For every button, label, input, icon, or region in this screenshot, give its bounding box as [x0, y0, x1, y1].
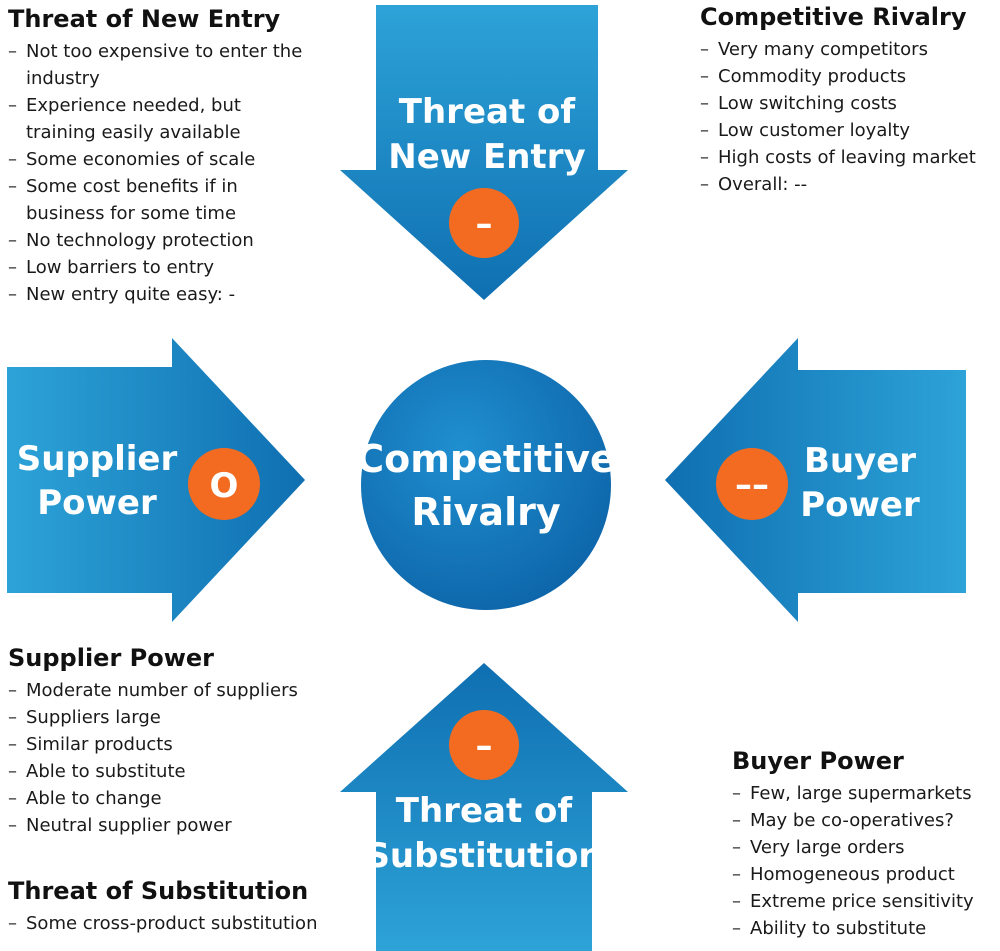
list-item: New entry quite easy: -: [8, 281, 328, 308]
arrow-buyer-label-2: Power: [800, 485, 920, 525]
rating-buyer: ––: [735, 465, 769, 505]
arrow-substitution: – Threat of Substitution: [340, 663, 628, 951]
panel-title-substitution: Threat of Substitution: [8, 877, 309, 905]
list-rivalry: Very many competitors Commodity products…: [700, 36, 1000, 198]
panel-title-rivalry: Competitive Rivalry: [700, 3, 967, 31]
panel-title-supplier: Supplier Power: [8, 644, 215, 672]
arrow-supplier-label-1: Supplier: [17, 439, 178, 479]
arrow-buyer-power: Buyer Power ––: [665, 338, 966, 622]
panel-threat-of-substitution: Threat of Substitution Some cross-produc…: [8, 876, 358, 937]
rating-badge-new-entry: [449, 188, 519, 258]
list-item: Low customer loyalty: [700, 117, 1000, 144]
rating-badge-supplier: [188, 448, 260, 520]
arrow-new-entry-label-1: Threat of: [399, 92, 577, 132]
list-item: High costs of leaving market: [700, 144, 1000, 171]
rating-new-entry: –: [476, 204, 493, 244]
list-substitution: Some cross-product substitution: [8, 910, 358, 937]
list-item: May be co-operatives?: [732, 807, 1000, 834]
panel-buyer-power: Buyer Power Few, large supermarkets May …: [732, 746, 1000, 942]
list-item: Commodity products: [700, 63, 1000, 90]
arrow-new-entry: Threat of New Entry –: [340, 5, 628, 300]
list-item: Some economies of scale: [8, 146, 328, 173]
rating-badge-buyer: [716, 448, 788, 520]
list-new-entry: Not too expensive to enter the industry …: [8, 38, 328, 308]
arrow-new-entry-label-2: New Entry: [388, 137, 585, 177]
list-item: Not too expensive to enter the industry: [8, 38, 306, 92]
list-item: Able to change: [8, 785, 348, 812]
center-label-1: Competitive: [356, 437, 616, 481]
rating-badge-substitution: [449, 710, 519, 780]
list-item: Few, large supermarkets: [732, 780, 1000, 807]
arrow-supplier-label-2: Power: [37, 483, 157, 523]
rating-substitution: –: [476, 726, 493, 766]
arrow-substitution-label-1: Threat of: [396, 791, 574, 831]
list-item: Extreme price sensitivity: [732, 888, 1000, 915]
list-item: Low switching costs: [700, 90, 1000, 117]
list-item: Suppliers large: [8, 704, 348, 731]
arrow-buyer-label-1: Buyer: [804, 441, 916, 481]
center-competitive-rivalry: Competitive Rivalry: [356, 360, 616, 610]
list-supplier: Moderate number of suppliers Suppliers l…: [8, 677, 348, 839]
center-label-2: Rivalry: [411, 490, 560, 534]
list-item: Neutral supplier power: [8, 812, 348, 839]
arrow-substitution-label-2: Substitution: [365, 836, 602, 876]
panel-competitive-rivalry: Competitive Rivalry Very many competitor…: [700, 2, 1000, 198]
rating-supplier: O: [210, 466, 239, 506]
list-item: Very large orders: [732, 834, 1000, 861]
list-item: Some cost benefits if in business for so…: [8, 173, 276, 227]
list-item: Very many competitors: [700, 36, 1000, 63]
list-item: Overall: --: [700, 171, 1000, 198]
arrow-supplier-power: Supplier Power O: [7, 338, 305, 622]
list-item: Similar products: [8, 731, 348, 758]
list-item: Moderate number of suppliers: [8, 677, 348, 704]
panel-threat-of-new-entry: Threat of New Entry Not too expensive to…: [8, 4, 328, 308]
panel-supplier-power: Supplier Power Moderate number of suppli…: [8, 643, 348, 839]
panel-title-new-entry: Threat of New Entry: [8, 5, 281, 33]
list-item: No technology protection: [8, 227, 328, 254]
list-item: Able to substitute: [8, 758, 348, 785]
list-item: Ability to substitute: [732, 915, 1000, 942]
list-item: Some cross-product substitution: [8, 910, 358, 937]
panel-title-buyer: Buyer Power: [732, 747, 904, 775]
list-item: Low barriers to entry: [8, 254, 328, 281]
list-buyer: Few, large supermarkets May be co-operat…: [732, 780, 1000, 942]
list-item: Homogeneous product: [732, 861, 1000, 888]
list-item: Experience needed, but training easily a…: [8, 92, 281, 146]
